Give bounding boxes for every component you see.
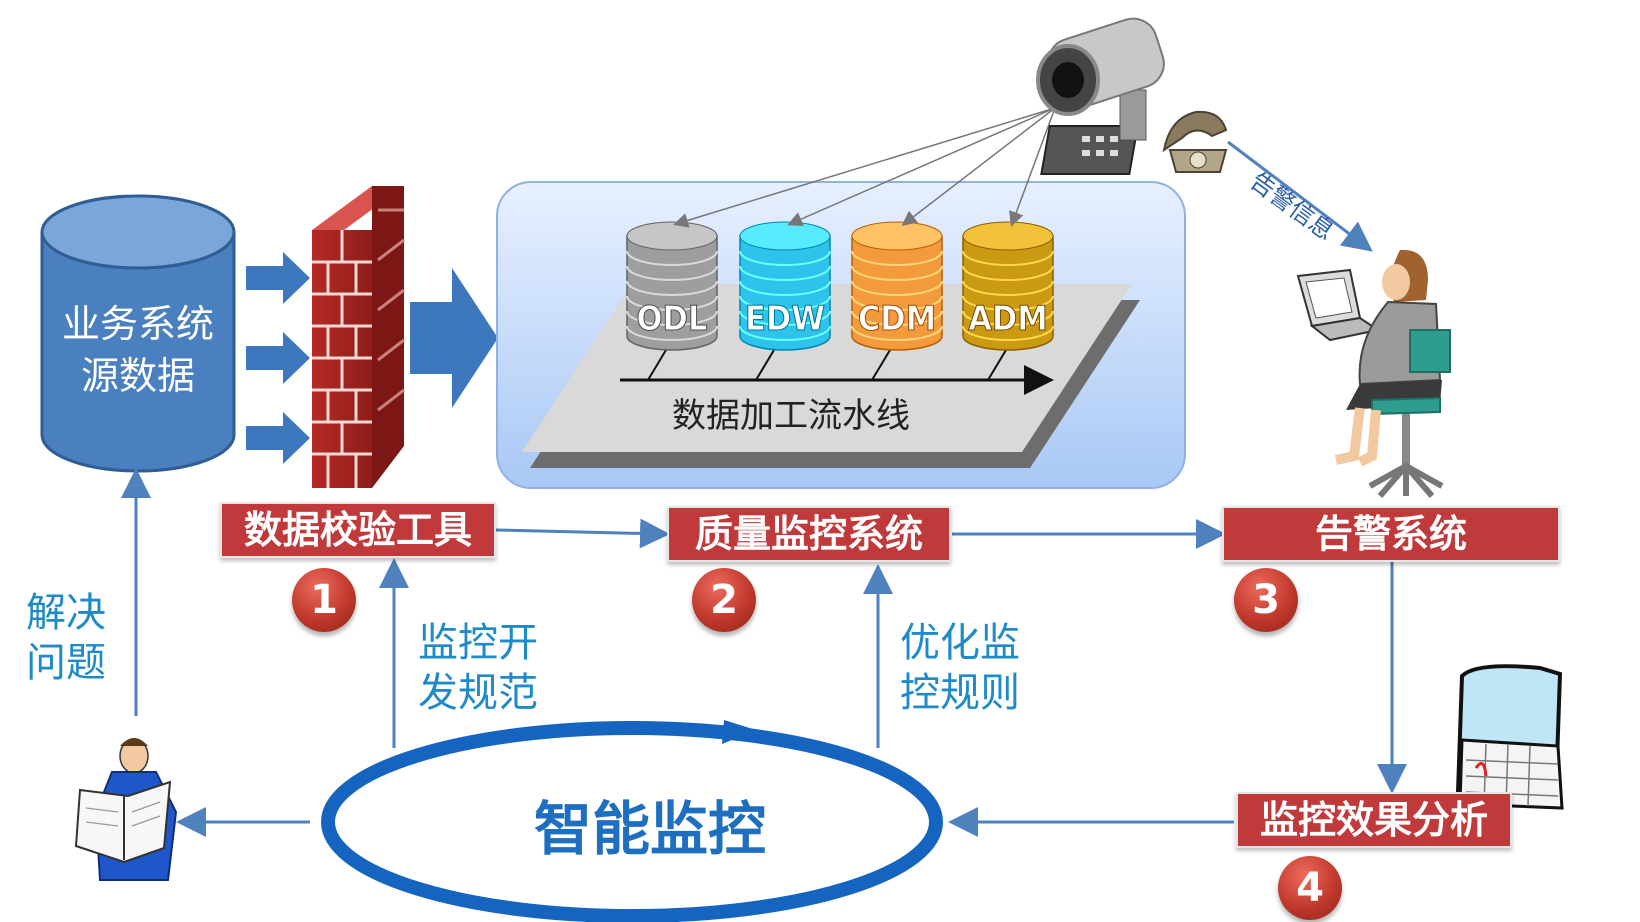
smart-monitoring-label: 智能监控	[534, 795, 767, 863]
stage-quality-monitoring-system: 质量监控系统	[667, 506, 951, 562]
pipeline-entry-arrow	[410, 268, 498, 408]
surveillance-camera-icon	[1036, 17, 1165, 175]
database-adm-label: ADM	[968, 299, 1048, 339]
person-reading-icon	[74, 738, 178, 881]
database-edw-label: EDW	[745, 299, 825, 339]
database-cdm-label: CDM	[858, 299, 936, 339]
stage-alert-system: 告警系统	[1222, 506, 1560, 562]
stage-number-4: 4	[1278, 856, 1342, 920]
camera-watch-lines	[673, 107, 1056, 228]
stage-number-2: 2	[692, 568, 756, 632]
alert-info-arrow	[1227, 140, 1373, 252]
stage-number-3: 3	[1234, 568, 1298, 632]
database-odl-label: ODL	[637, 299, 708, 339]
flow-arrows	[121, 468, 1407, 837]
database-adm-icon: ADM	[962, 221, 1054, 351]
annotation-resolve-problem: 解决 问题	[26, 588, 106, 688]
operator-at-computer-icon	[1296, 249, 1451, 498]
source-db-label: 业务系统 源数据	[28, 298, 248, 402]
database-stacks: ODL EDW CDM ADM	[626, 221, 1054, 351]
database-cdm-icon: CDM	[851, 221, 943, 351]
optimize-line1: 优化监	[900, 620, 1020, 666]
pipeline-flow-line	[620, 349, 1054, 395]
dev-line2: 发规范	[418, 670, 538, 716]
database-edw-icon: EDW	[739, 221, 831, 351]
telephone-icon	[1162, 110, 1228, 173]
dev-line1: 监控开	[418, 620, 538, 666]
source-database-icon	[40, 194, 236, 473]
smart-monitoring-loop	[321, 720, 943, 922]
stage-number-1: 1	[292, 568, 356, 632]
input-arrows	[246, 252, 310, 464]
annotation-monitoring-dev-standards: 监控开 发规范	[418, 618, 538, 718]
stage-data-validation-tool: 数据校验工具	[220, 502, 496, 558]
calendar-icon	[1455, 664, 1564, 810]
pipeline-caption: 数据加工流水线	[672, 396, 910, 436]
resolve-line2: 问题	[26, 640, 106, 686]
firewall-icon	[312, 186, 405, 488]
database-odl-icon: ODL	[626, 221, 718, 351]
stage-monitoring-effect-analysis: 监控效果分析	[1236, 792, 1512, 848]
source-label-line1: 业务系统	[61, 302, 214, 346]
resolve-line1: 解决	[26, 590, 106, 636]
source-label-line2: 源数据	[80, 354, 195, 398]
optimize-line2: 控规则	[900, 670, 1020, 716]
annotation-optimize-rules: 优化监 控规则	[900, 618, 1020, 718]
